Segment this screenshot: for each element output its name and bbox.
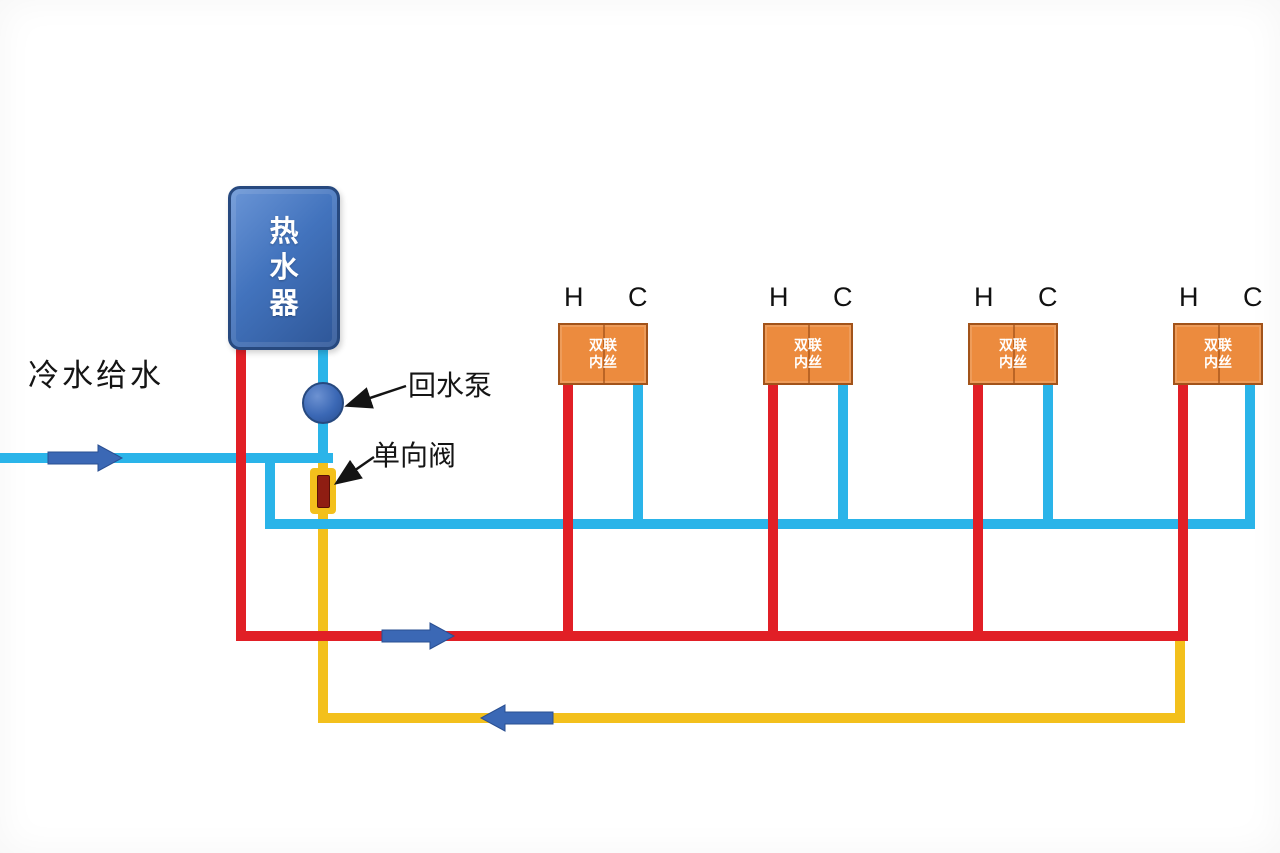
valve-pointer-arrow-icon [333,455,375,485]
fixture-3: 双联 内丝 [968,323,1058,385]
pipe-cold-corner-vertical [265,453,275,529]
fixture-label-line1: 双联 [999,336,1027,353]
pipe-return-right-vertical [1175,638,1185,723]
port-label-cold: C [833,282,853,312]
recirculation-pump [302,382,344,424]
pipe-hot-riser-1 [563,384,573,641]
fixture-1: 双联 内丝 [558,323,648,385]
port-label-hot: H [564,282,584,312]
pipe-hot-heater-outlet [236,344,246,641]
fixture-label-line1: 双联 [794,336,822,353]
fixture-label-line2: 内丝 [794,354,822,370]
check-valve-core [317,475,330,508]
pump-label: 回水泵 [408,370,493,401]
cold-supply-label: 冷水给水 [28,358,164,393]
water-heater: 热水器 [228,186,340,350]
port-label-cold: C [1038,282,1058,312]
fixture-2: 双联 内丝 [763,323,853,385]
check-valve-label: 单向阀 [372,440,457,471]
port-label-hot: H [974,282,994,312]
fixture-label-line2: 内丝 [1204,354,1232,370]
fixture-label-line2: 内丝 [999,354,1027,370]
pipe-hot-main [236,631,1188,641]
port-label-cold: C [628,282,648,312]
pipe-cold-supply [0,453,333,463]
pipe-return-valve-vertical [318,458,328,723]
port-label-hot: H [769,282,789,312]
pipe-cold-main [265,519,1255,529]
pump-pointer-arrow-icon [344,384,407,409]
pipe-cold-riser-1 [633,384,643,529]
pipe-hot-riser-3 [973,384,983,641]
water-heater-label: 热水器 [269,215,299,321]
fixture-label-line2: 内丝 [589,354,617,370]
pipe-cold-riser-3 [1043,384,1053,529]
pipe-cold-riser-4 [1245,384,1255,529]
pipe-hot-riser-2 [768,384,778,641]
port-label-hot: H [1179,282,1199,312]
fixture-label-line1: 双联 [1204,336,1232,353]
pipe-hot-riser-4 [1178,384,1188,641]
port-label-cold: C [1243,282,1263,312]
pipe-return-horizontal [318,713,1185,723]
fixture-4: 双联 内丝 [1173,323,1263,385]
fixture-label-line1: 双联 [589,336,617,353]
pipe-cold-riser-2 [838,384,848,529]
